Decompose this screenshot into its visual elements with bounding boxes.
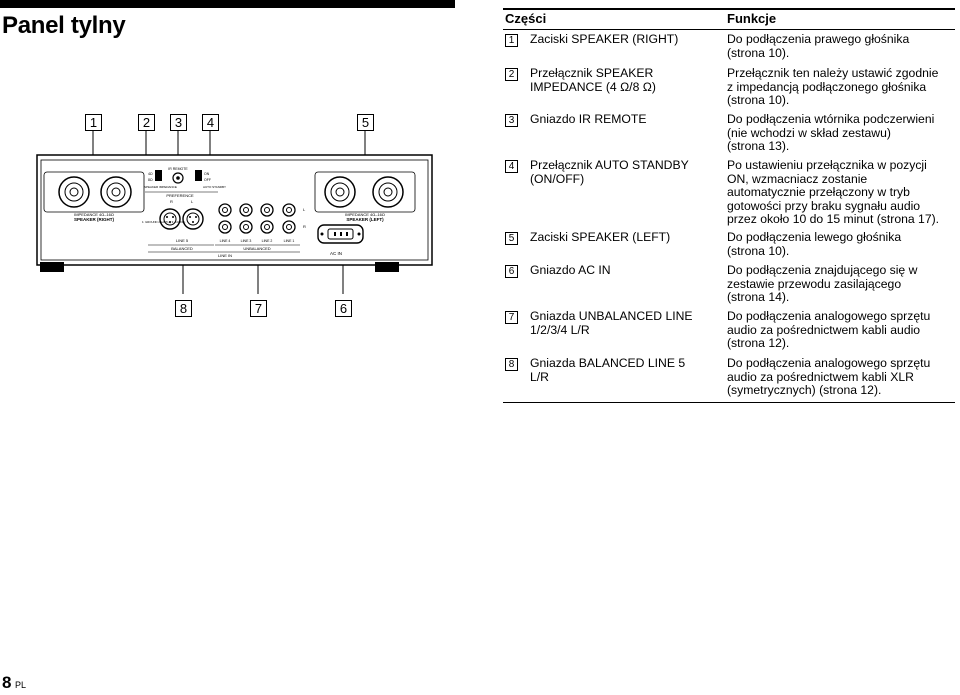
svg-text:8Ω: 8Ω	[148, 178, 153, 182]
svg-text:SPEAKER IMPEDANCE: SPEAKER IMPEDANCE	[144, 185, 177, 189]
rear-panel-diagram: IMPEDANCE 4Ω–16Ω SPEAKER (RIGHT) IMPEDAN…	[36, 130, 433, 294]
callout-6: 6	[335, 300, 352, 317]
svg-text:R: R	[170, 199, 173, 204]
table-top-rule	[503, 8, 955, 10]
page-title: Panel tylny	[2, 12, 126, 39]
row-function: Do podłączenia lewego głośnika (strona 1…	[727, 230, 902, 258]
svg-text:L: L	[303, 207, 306, 212]
row-number: 1	[505, 34, 518, 47]
table-header-rule	[503, 29, 955, 30]
header-functions: Funkcje	[727, 11, 777, 26]
row-function: Do podłączenia wtórnika podczerwieni (ni…	[727, 112, 935, 154]
row-number: 7	[505, 311, 518, 324]
page-number: 8	[2, 673, 12, 692]
callout-3: 3	[170, 114, 187, 131]
svg-text:SPEAKER (LEFT): SPEAKER (LEFT)	[346, 217, 384, 222]
row-number: 6	[505, 265, 518, 278]
svg-text:IMPEDANCE 4Ω–16Ω: IMPEDANCE 4Ω–16Ω	[345, 212, 385, 217]
callout-7: 7	[250, 300, 267, 317]
svg-text:IMPEDANCE 4Ω–16Ω: IMPEDANCE 4Ω–16Ω	[74, 212, 114, 217]
svg-text:UNBALANCED: UNBALANCED	[243, 246, 270, 251]
svg-text:ON: ON	[204, 172, 210, 176]
row-number: 3	[505, 114, 518, 127]
svg-text:OFF: OFF	[204, 178, 211, 182]
row-function: Do podłączenia analogowego sprzętu audio…	[727, 356, 931, 398]
row-number: 8	[505, 358, 518, 371]
svg-text:LINE 1: LINE 1	[284, 239, 295, 243]
row-function: Do podłączenia prawego głośnika (strona …	[727, 32, 910, 60]
row-part: Gniazda BALANCED LINE 5 L/R	[530, 356, 686, 384]
svg-text:IR REMOTE: IR REMOTE	[168, 167, 188, 171]
row-part: Gniazdo IR REMOTE	[530, 112, 647, 126]
svg-text:LINE IN: LINE IN	[218, 253, 232, 258]
svg-text:LINE 5: LINE 5	[176, 238, 189, 243]
row-part: Zaciski SPEAKER (RIGHT)	[530, 32, 679, 46]
header-bar	[0, 0, 455, 8]
row-part: Gniazdo AC IN	[530, 263, 611, 277]
row-part: Przełącznik AUTO STANDBY (ON/OFF)	[530, 158, 689, 186]
svg-text:4Ω: 4Ω	[148, 172, 153, 176]
row-number: 4	[505, 160, 518, 173]
svg-text:AC IN: AC IN	[330, 251, 342, 256]
svg-text:BALANCED: BALANCED	[171, 246, 193, 251]
svg-text:LINE 4: LINE 4	[220, 239, 231, 243]
row-number: 5	[505, 232, 518, 245]
svg-text:SPEAKER (RIGHT): SPEAKER (RIGHT)	[74, 217, 115, 222]
row-part: Zaciski SPEAKER (LEFT)	[530, 230, 671, 244]
svg-text:R: R	[303, 224, 306, 229]
callout-8: 8	[175, 300, 192, 317]
table-bottom-rule	[503, 402, 955, 403]
row-function: Do podłączenia analogowego sprzętu audio…	[727, 309, 931, 351]
header-parts: Części	[505, 11, 547, 26]
svg-text:1: GROUND 2: HOT(+) 3: COLD(-): 1: GROUND 2: HOT(+) 3: COLD(-)	[142, 220, 185, 224]
svg-text:AUTO STANDBY: AUTO STANDBY	[203, 185, 226, 189]
svg-text:LINE 3: LINE 3	[241, 239, 252, 243]
callout-5: 5	[357, 114, 374, 131]
row-function: Po ustawieniu przełącznika w pozycji ON,…	[727, 158, 940, 227]
row-part: Gniazda UNBALANCED LINE 1/2/3/4 L/R	[530, 309, 693, 337]
callout-1: 1	[85, 114, 102, 131]
row-number: 2	[505, 68, 518, 81]
callout-2: 2	[138, 114, 155, 131]
row-function: Do podłączenia znajdującego się w zestaw…	[727, 263, 918, 305]
svg-text:PREFERENCE: PREFERENCE	[166, 193, 194, 198]
row-part: Przełącznik SPEAKER IMPEDANCE (4 Ω/8 Ω)	[530, 66, 656, 94]
page-language-code: PL	[15, 680, 27, 690]
callout-4: 4	[202, 114, 219, 131]
svg-text:LINE 2: LINE 2	[262, 239, 273, 243]
row-function: Przełącznik ten należy ustawić zgodnie z…	[727, 66, 939, 108]
svg-text:L: L	[191, 199, 194, 204]
